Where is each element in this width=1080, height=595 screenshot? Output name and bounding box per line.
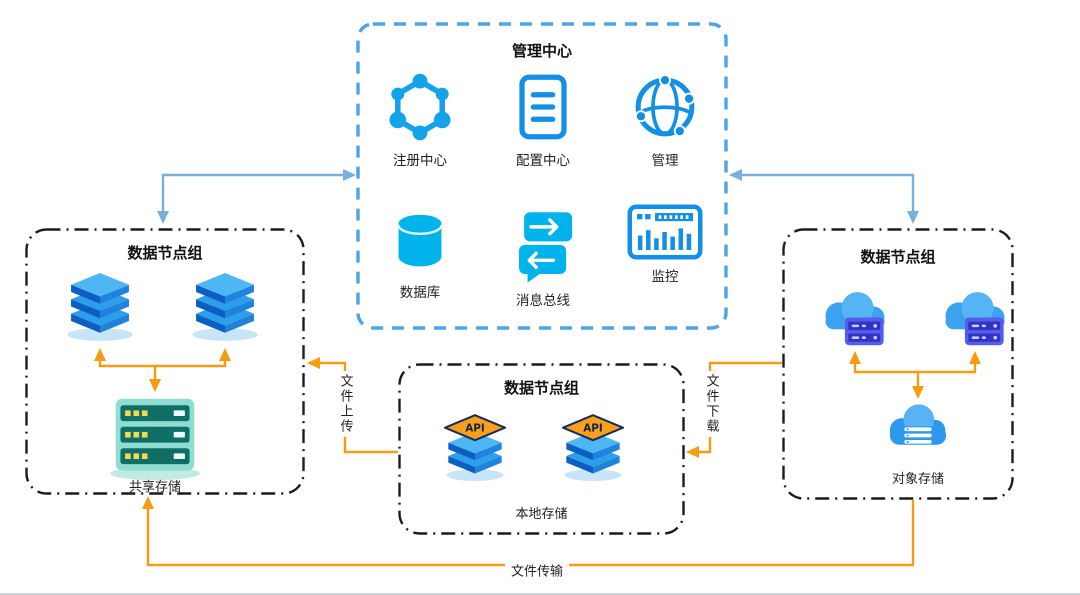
api-plate-label: API — [583, 422, 603, 434]
arrowhead-left-icon — [307, 357, 320, 369]
server-stack-icon — [192, 273, 258, 341]
data-node-server-2 — [187, 262, 263, 342]
database-icon — [397, 214, 443, 267]
mgmt-item-label: 数据库 — [399, 285, 441, 301]
api-plate-label: API — [465, 422, 485, 434]
cloud-server-node-2 — [936, 288, 1014, 352]
mgmt-item-monitor: 监控 — [607, 204, 723, 285]
storage-label: 对象存储 — [891, 472, 944, 487]
mgmt-item-manage: 管理 — [607, 70, 723, 169]
center-data-node-group: 数据节点组 API API 本地存储 — [398, 363, 685, 535]
arrowhead-down-icon — [157, 211, 169, 224]
registry-icon — [389, 73, 451, 141]
mgmt-item-label: 注册中心 — [393, 153, 447, 169]
left-data-node-group: 数据节点组 — [25, 228, 305, 495]
config-icon — [519, 74, 567, 140]
server-stack-icon — [67, 273, 133, 341]
object-storage-node — [881, 398, 955, 456]
mgmt-item-label: 管理 — [651, 153, 679, 169]
mgmt-left-link — [157, 169, 356, 224]
arrowhead-up-icon — [142, 496, 154, 509]
mgmt-item-label: 消息总线 — [516, 293, 570, 309]
api-server-icon: API — [561, 414, 625, 481]
api-server-node-1: API — [440, 405, 510, 482]
mgmt-right-link — [729, 169, 919, 224]
shared-storage-node — [97, 395, 213, 481]
mgmt-item-registry: 注册中心 — [362, 70, 478, 169]
mgmt-item-label: 配置中心 — [516, 153, 570, 169]
mgmt-item-database: 数据库 — [362, 204, 478, 301]
storage-label: 本地存储 — [515, 507, 568, 522]
group-title: 数据节点组 — [860, 248, 936, 266]
mgmt-item-config: 配置中心 — [485, 70, 601, 169]
bottom-divider — [0, 593, 1080, 595]
group-title: 管理中心 — [511, 42, 572, 60]
object-storage-icon — [889, 404, 947, 445]
mgmt-item-message-bus: 消息总线 — [485, 204, 601, 309]
cloud-server-node-1 — [816, 288, 894, 352]
cloud-server-icon — [825, 292, 885, 346]
arrowhead-down-icon — [907, 211, 919, 224]
upload-label: 文件上传 — [334, 371, 356, 437]
api-server-icon: API — [443, 414, 507, 481]
group-title: 数据节点组 — [127, 244, 203, 262]
storage-label: 共享存储 — [128, 480, 181, 495]
transfer-label: 文件传输 — [504, 560, 570, 580]
management-center-group: 管理中心 注册中心 配置中心 — [356, 22, 728, 330]
arrowhead-right-icon — [343, 169, 356, 181]
download-label: 文件下载 — [700, 371, 722, 437]
arrowhead-left-icon — [729, 169, 742, 181]
monitor-icon — [627, 204, 703, 260]
right-data-node-group: 数据节点组 — [782, 228, 1014, 500]
right-group-border — [782, 228, 1014, 500]
api-server-node-2: API — [558, 405, 628, 482]
shared-storage-icon — [110, 398, 200, 481]
arrowhead-left-icon — [686, 446, 699, 458]
mgmt-item-label: 监控 — [651, 269, 679, 285]
data-node-server-1 — [62, 262, 138, 342]
message-bus-icon — [519, 212, 573, 283]
group-title: 数据节点组 — [503, 379, 579, 397]
cloud-server-icon — [945, 292, 1005, 346]
globe-icon — [634, 74, 696, 138]
